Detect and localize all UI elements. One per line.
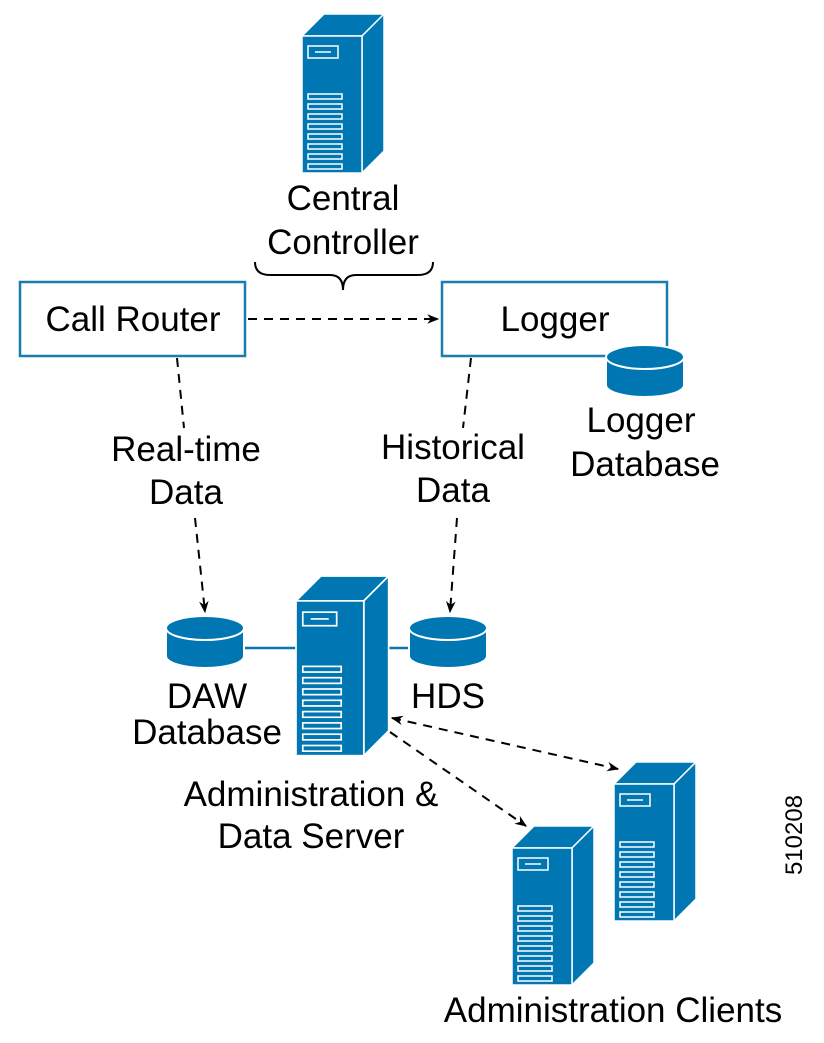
admin-data-server-label-line1: Administration &: [184, 775, 439, 814]
logger-database-icon: [605, 344, 685, 398]
central-controller-label-line2: Controller: [267, 223, 419, 262]
daw-database-icon: [165, 615, 245, 669]
realtime-label-line2: Data: [149, 473, 223, 512]
admin-client-server-icon-front: [511, 825, 595, 986]
figure-id: 510208: [781, 795, 808, 875]
call-router-box[interactable]: [18, 280, 247, 358]
daw-database-label-line1: DAW: [167, 677, 247, 716]
hds-database-icon: [408, 615, 488, 669]
daw-database-label-line2: Database: [132, 713, 282, 752]
realtime-label-line1: Real-time: [111, 430, 261, 469]
admin-data-server-label-line2: Data Server: [218, 817, 405, 856]
admin-client-server-icon-back: [613, 761, 697, 922]
server-to-client-arrow: [389, 731, 527, 827]
central-controller-label-line1: Central: [287, 179, 400, 218]
logger-label: Logger: [501, 300, 610, 339]
historical-label-line2: Data: [416, 471, 490, 510]
admin-data-server-icon: [295, 575, 390, 757]
hds-label: HDS: [411, 677, 485, 716]
server-client-bidirectional-arrow: [390, 715, 620, 772]
historical-label-line1: Historical: [381, 428, 525, 467]
logger-database-label-line1: Logger: [587, 401, 696, 440]
call-router-label: Call Router: [45, 300, 220, 339]
historical-edge-arrow: [446, 517, 458, 614]
realtime-edge-upper: [176, 357, 185, 429]
central-controller-server-icon: [301, 13, 385, 174]
logger-box[interactable]: [440, 280, 669, 358]
realtime-edge-arrow: [194, 517, 209, 614]
administration-clients-label: Administration Clients: [444, 991, 782, 1030]
historical-edge-upper: [462, 357, 472, 429]
grouping-brace-icon: [254, 261, 434, 291]
logger-database-label-line2: Database: [570, 445, 720, 484]
